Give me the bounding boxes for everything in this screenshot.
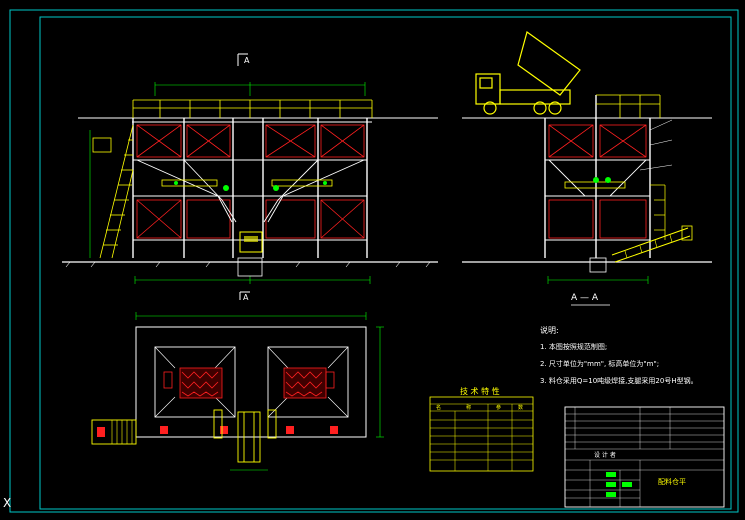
notes-heading: 说明:: [540, 326, 559, 335]
inner-border: [39, 16, 732, 510]
plan-view: [91, 291, 384, 471]
crosshair-x-icon: X: [3, 496, 12, 510]
note-item-1: 1. 本图按照规范制图;: [540, 343, 608, 351]
section-title: A — A: [571, 293, 599, 303]
title-block: [564, 406, 725, 508]
tech-col-header-4: 数: [518, 404, 523, 411]
tech-table-title: 技 术 特 性: [460, 386, 500, 396]
technical-table: [429, 396, 534, 472]
side-section-view: [462, 94, 712, 284]
section-mark-bottom: A: [243, 293, 249, 302]
front-elevation-view: [62, 53, 438, 284]
outer-border: [9, 9, 739, 513]
note-item-2: 2. 尺寸单位为"mm", 标高单位为"m";: [540, 360, 660, 368]
section-mark-top: A: [244, 56, 250, 65]
notes-block: 说明: 1. 本图按照规范制图; 2. 尺寸单位为"mm", 标高单位为"m";…: [540, 322, 698, 390]
note-item-3: 3. 料仓采用Q=10吨级焊接,支腿采用20号H型钢。: [540, 377, 698, 385]
tech-col-header-1: 名: [436, 404, 441, 411]
tech-col-header-2: 称: [466, 404, 471, 411]
tech-col-header-3: 参: [496, 404, 501, 411]
drawing-name: 配料仓平: [658, 477, 686, 486]
designer-label: 设 计 者: [594, 451, 616, 459]
dump-truck-icon: [475, 31, 581, 115]
